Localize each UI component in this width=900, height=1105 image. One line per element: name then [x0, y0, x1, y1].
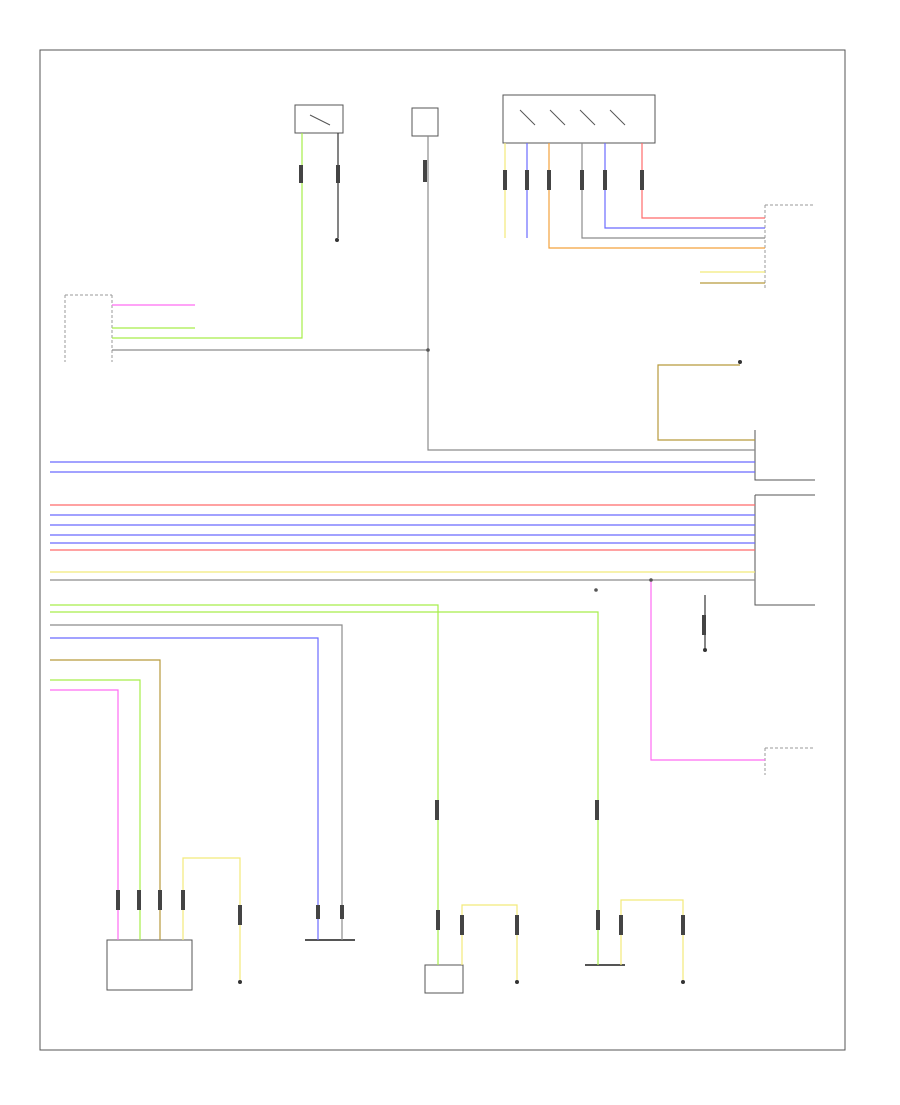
splice-dots [426, 348, 653, 592]
wire-green-seat [50, 679, 141, 940]
wire-yellow-left-gnd [620, 899, 684, 980]
brake-switch-box [294, 104, 344, 134]
tcm-upper-outline [754, 430, 815, 481]
tcm-lower-outline [754, 494, 815, 606]
wire-brown-seat [50, 659, 161, 940]
parking-brake-outline [764, 747, 815, 775]
connector-pins [116, 160, 706, 935]
ground-point-seat [238, 980, 242, 984]
wire-red-clima [641, 143, 765, 219]
wire-grey-selector [427, 136, 755, 451]
wire-grey-shift-1 [50, 624, 343, 940]
brake-switch-contact [309, 114, 331, 126]
wire-green-right-rear [50, 604, 439, 965]
ground-point-cable [515, 980, 519, 984]
wire-blue-shift [50, 637, 319, 940]
ground-point-tcm [703, 648, 707, 652]
wire-brown-gateway [657, 364, 755, 441]
wire-grey-clima [581, 143, 765, 239]
wire-blue-clima-2 [604, 143, 765, 229]
wire-green-brake [112, 133, 303, 339]
ground-point-left-rear [681, 980, 685, 984]
wire-pink-epb [650, 580, 765, 761]
ground-point-front [335, 238, 339, 242]
engine-module-outline [64, 294, 113, 362]
wire-harness [50, 133, 765, 980]
ground-point-gateway [738, 360, 742, 364]
selector-lever-box [411, 107, 439, 137]
seat-module-box [106, 939, 193, 991]
gateway-outline [764, 204, 815, 290]
diagram-frame [39, 49, 846, 1051]
wire-green-left-rear [50, 611, 599, 965]
climatronic-selector-box [502, 94, 656, 144]
wire-yellow-right-gnd [461, 904, 518, 980]
right-rear-sensor-box [424, 964, 464, 994]
component-boxes [64, 94, 815, 994]
wire-pink-seat [50, 689, 119, 940]
